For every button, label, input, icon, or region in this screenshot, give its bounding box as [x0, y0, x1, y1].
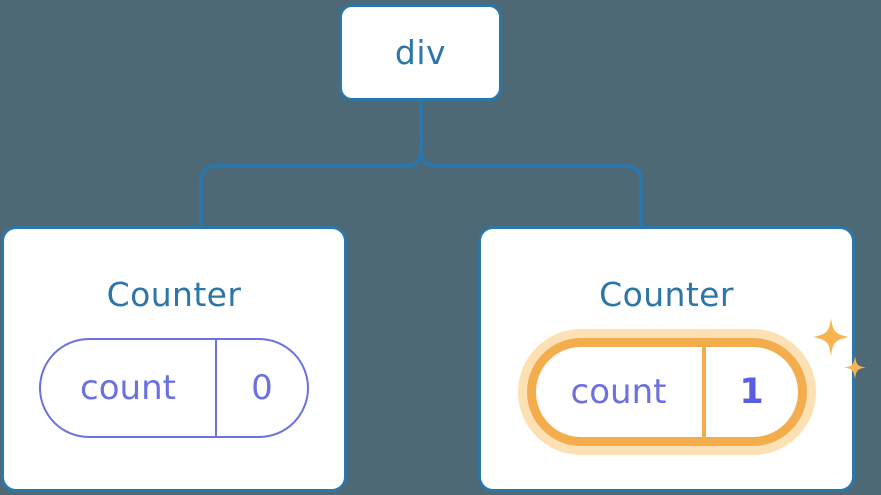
state-pill-left[interactable]: count 0 — [39, 338, 309, 438]
state-key-label: count — [80, 368, 176, 408]
sparkle-large-icon — [812, 318, 849, 356]
node-div[interactable]: div — [339, 4, 502, 101]
state-value-label: 0 — [251, 368, 273, 408]
state-pill-left-value-cell: 0 — [217, 340, 307, 436]
node-div-label: div — [394, 33, 447, 72]
node-counter-left-title: Counter — [106, 275, 242, 314]
state-pill-right[interactable]: count 1 — [526, 338, 807, 446]
node-counter-right[interactable]: Counter count 1 — [478, 226, 866, 492]
state-key-label: count — [570, 372, 667, 412]
state-pill-left-key-cell: count — [41, 340, 217, 436]
node-counter-right-title: Counter — [599, 275, 734, 314]
edge-to-left-child — [199, 138, 423, 229]
node-counter-left[interactable]: Counter count 0 — [1, 226, 347, 492]
state-pill-wrapper-left: count 0 — [39, 338, 309, 438]
edge-to-right-child — [419, 138, 643, 229]
state-pill-right-value-cell: 1 — [706, 347, 798, 437]
state-pill-wrapper-right: count 1 — [526, 318, 866, 446]
state-value-label: 1 — [739, 371, 764, 412]
state-pill-right-key-cell: count — [536, 347, 706, 437]
